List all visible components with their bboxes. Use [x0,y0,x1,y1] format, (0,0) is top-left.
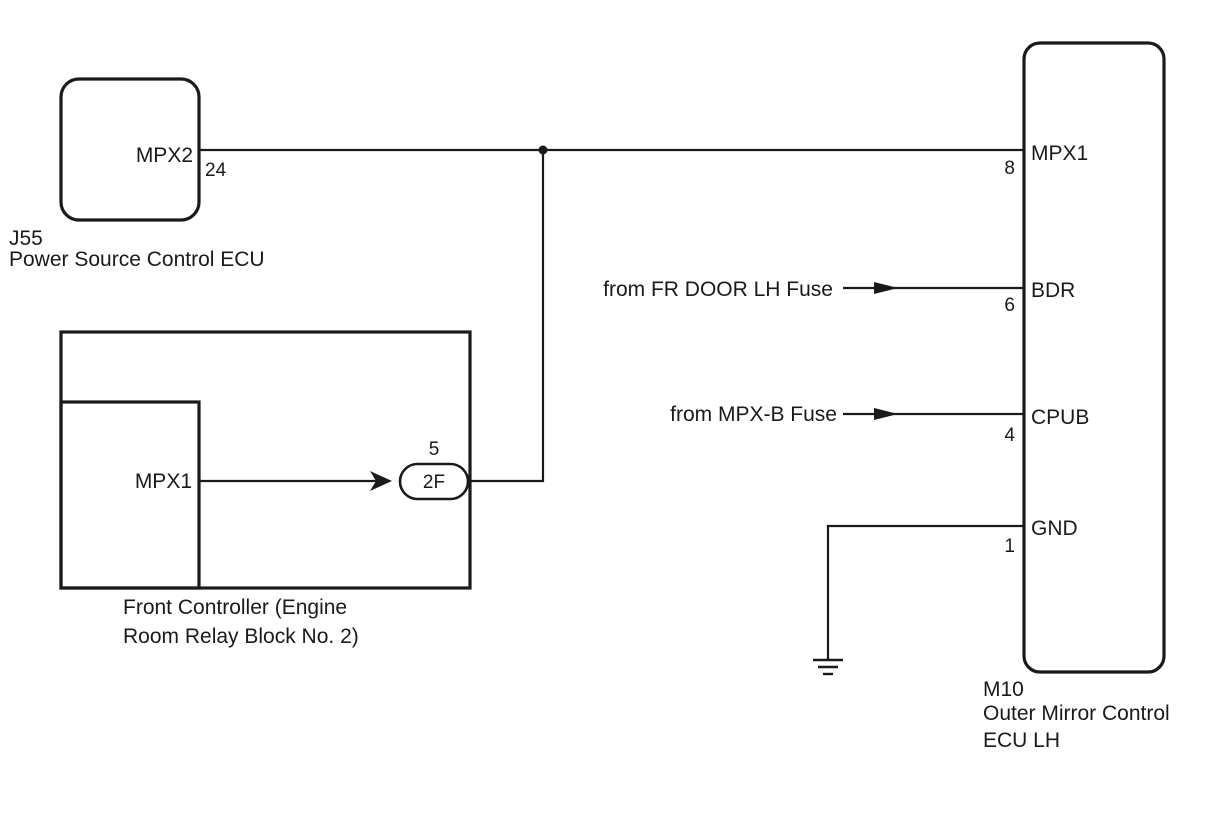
bdr-arrow-icon [874,282,898,294]
connector-label: 2F [423,472,445,493]
mirror-pin-cpub: 4 [1004,425,1015,446]
mirror-terminal-cpub: CPUB [1031,406,1089,429]
front-controller-box [59,330,472,590]
mirror-ecu-name-line1: Outer Mirror Control [983,702,1170,725]
power-source-ecu-code: J55 [9,227,43,250]
bdr-source-label: from FR DOOR LH Fuse [603,278,833,301]
cpub-arrow-icon [874,408,898,420]
connector-arrow-icon [370,471,392,491]
front-controller-bus-wire [468,150,545,483]
mirror-terminal-gnd: GND [1031,517,1078,540]
ground-icon [813,658,843,676]
mirror-pin-bdr: 6 [1004,295,1015,316]
mirror-pin-gnd: 1 [1004,536,1015,557]
front-controller-inner-module [59,400,201,590]
mirror-ecu-name-line2: ECU LH [983,729,1060,752]
mirror-terminal-bdr: BDR [1031,279,1075,302]
power-source-ecu-pin: 24 [205,160,227,181]
front-controller-terminal: MPX1 [135,470,192,493]
junction-dot [538,145,548,155]
mirror-ecu-box [1022,41,1166,674]
front-controller-name-line1: Front Controller (Engine [123,596,347,619]
cpub-source-label: from MPX-B Fuse [670,403,837,426]
front-controller-name-line2: Room Relay Block No. 2) [123,625,359,648]
power-source-ecu-name: Power Source Control ECU [9,248,265,271]
power-source-ecu-terminal: MPX2 [136,144,193,167]
mirror-pin-mpx1: 8 [1004,158,1015,179]
mirror-terminal-mpx1: MPX1 [1031,142,1088,165]
mirror-ecu-code: M10 [983,678,1024,701]
connector-pin: 5 [429,439,440,460]
gnd-wire [826,524,1024,659]
